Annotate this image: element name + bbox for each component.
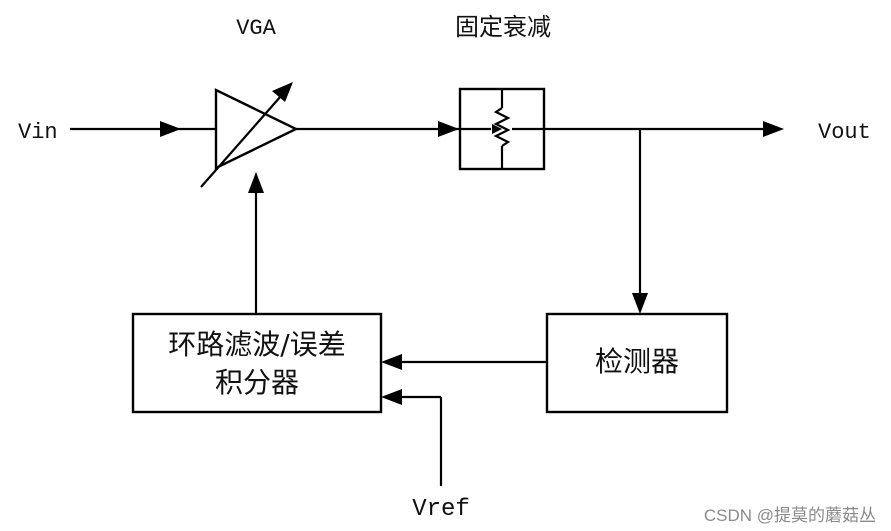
detector-label: 检测器 xyxy=(595,345,679,378)
vin-arrowhead xyxy=(160,121,181,137)
loop-filter-label-line2: 积分器 xyxy=(215,366,299,399)
loop-filter-label-line1: 环路滤波/误差 xyxy=(168,328,345,361)
fixed-attenuation-label: 固定衰减 xyxy=(455,13,551,41)
loop-filter-integrator-box xyxy=(131,312,383,414)
vout-arrowhead xyxy=(763,121,784,137)
vref-label: Vref xyxy=(412,496,470,523)
filter-input-arrowhead-2 xyxy=(381,389,402,405)
csdn-watermark: CSDN @提莫的蘑菇丛 xyxy=(704,506,876,525)
vga-control-arrowhead xyxy=(248,172,264,193)
filter-input-arrowhead-1 xyxy=(381,354,402,370)
vga-gain-arrow-shaft xyxy=(200,95,282,188)
detector-input-arrowhead xyxy=(632,293,648,314)
vout-label: Vout xyxy=(818,120,871,145)
resistor-tap-arrowhead xyxy=(492,124,502,134)
vin-label: Vin xyxy=(18,120,58,145)
resistor-zigzag-icon xyxy=(493,107,511,147)
vga-gain-arrowhead-icon xyxy=(272,82,293,102)
detector-box xyxy=(545,312,729,414)
attenuator-input-arrowhead xyxy=(438,121,459,137)
vga-label: VGA xyxy=(236,16,276,41)
